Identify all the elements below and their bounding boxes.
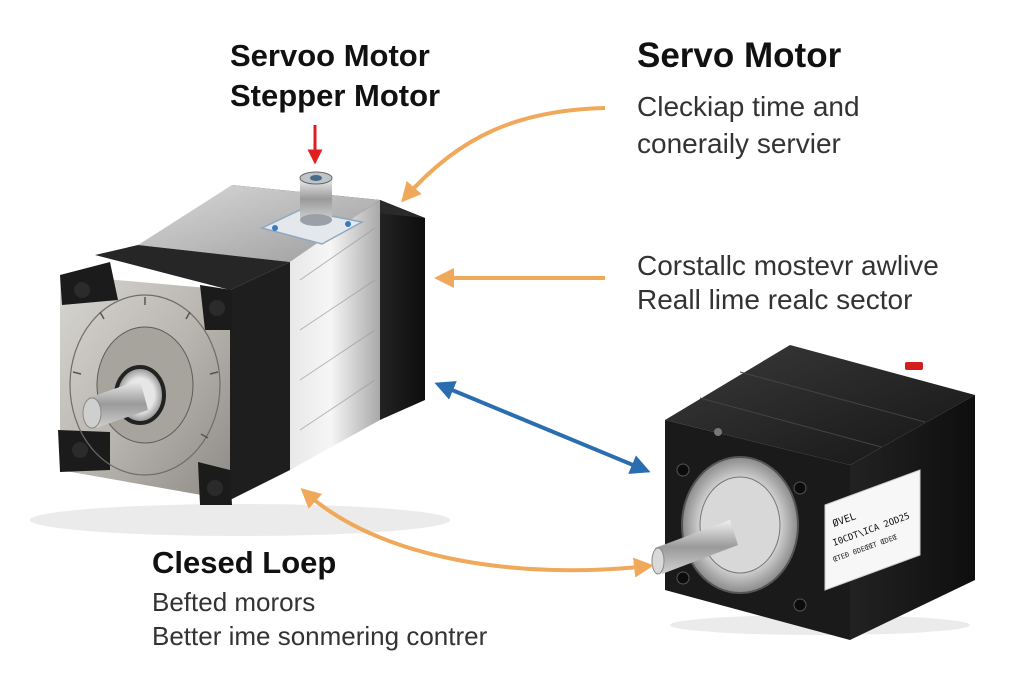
label-mid-right-line1: Corstallc mostevr awlive [637, 250, 939, 281]
label-servo-motor-title: Servo Motor [637, 36, 842, 75]
label-stepper-motor: Stepper Motor [230, 78, 441, 113]
label-closed-loop-title: Clesed Loep [152, 545, 337, 580]
orange-arrow-top [401, 106, 606, 203]
label-bottom-left-line2: Better ime sonmering contrer [152, 621, 488, 651]
small-motor: ØVEL I0CDT\ICA 2OD25 ŒTEƉ 0DEŒŒT ŒDEŒ [651, 345, 975, 640]
label-top-right-line2: coneraily servier [637, 128, 841, 159]
label-bottom-left-line1: Befted morors [152, 587, 316, 617]
large-motor [30, 171, 450, 536]
label-servoo-motor: Servoo Motor [230, 38, 430, 73]
orange-arrow-bottom [300, 487, 654, 578]
blue-double-arrow [434, 381, 651, 474]
label-mid-right-line2: Reall lime realc sector [637, 284, 913, 315]
label-top-right-line1: Cleckiap time and [637, 91, 860, 122]
